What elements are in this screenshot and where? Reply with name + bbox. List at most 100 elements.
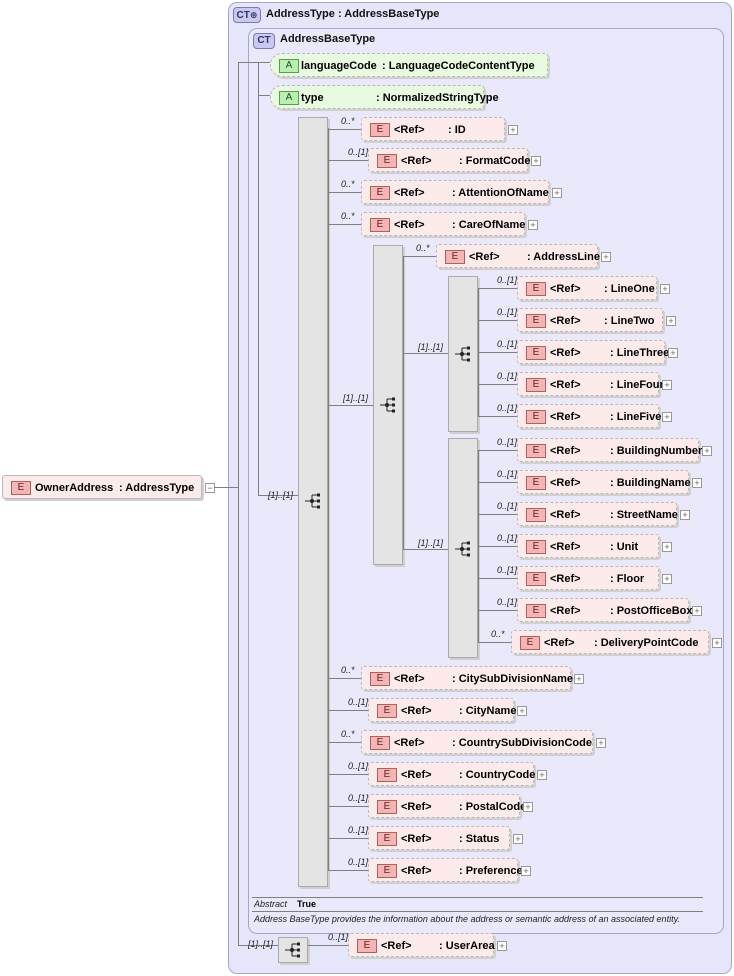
element-attentionofname[interactable]: E<Ref>: AttentionOfName — [361, 180, 549, 204]
expand-icon[interactable]: + — [702, 446, 712, 456]
element-lineone[interactable]: E<Ref>: LineOne — [517, 276, 657, 300]
element-linetwo[interactable]: E<Ref>: LineTwo — [517, 308, 663, 332]
element-badge: E — [526, 508, 546, 522]
ref-label: <Ref> — [394, 673, 425, 685]
sequence-icon — [285, 942, 300, 958]
expand-icon[interactable]: + — [596, 738, 606, 748]
cardinality-label: 0..[1] — [497, 565, 518, 575]
element-unit[interactable]: E<Ref>: Unit — [517, 534, 659, 558]
cardinality-label: 0..[1] — [497, 307, 518, 317]
element-countrycode[interactable]: E<Ref>: CountryCode — [368, 762, 536, 786]
element-badge: E — [370, 123, 390, 137]
expand-icon[interactable]: + — [517, 706, 527, 716]
element-badge: E — [370, 672, 390, 686]
expand-icon[interactable]: + — [662, 574, 672, 584]
expand-icon[interactable]: + — [531, 156, 541, 166]
element-id[interactable]: E<Ref>: ID — [361, 117, 505, 141]
expand-icon[interactable]: + — [513, 834, 523, 844]
element-linefive[interactable]: E<Ref>: LineFive — [517, 404, 662, 428]
element-badge: E — [377, 704, 397, 718]
element-preference[interactable]: E<Ref>: Preference — [368, 858, 523, 882]
expand-icon[interactable]: + — [601, 252, 611, 262]
sequence-icon — [305, 493, 320, 509]
ref-label: <Ref> — [550, 477, 581, 489]
element-badge: E — [526, 378, 546, 392]
owneraddress-element[interactable]: E OwnerAddress : AddressType — [2, 475, 202, 499]
element-badge: E — [377, 768, 397, 782]
element-linethree[interactable]: E<Ref>: LineThree — [517, 340, 669, 364]
expand-icon[interactable]: + — [668, 348, 678, 358]
ref-label: <Ref> — [550, 379, 581, 391]
sequence-cardinality: [1]..[1] — [343, 393, 369, 403]
element-name: : ID — [448, 124, 466, 136]
outer-title-name: AddressType — [266, 8, 335, 20]
expand-icon[interactable]: + — [537, 770, 547, 780]
expand-icon[interactable]: + — [692, 606, 702, 616]
expand-icon[interactable]: + — [497, 941, 507, 951]
element-buildingname[interactable]: E<Ref>: BuildingName — [517, 470, 691, 494]
element-name: : PostOfficeBox — [610, 605, 693, 617]
expand-icon[interactable]: + — [574, 674, 584, 684]
ref-label: <Ref> — [401, 155, 432, 167]
ref-label: <Ref> — [550, 605, 581, 617]
element-name: : LineFive — [610, 411, 662, 423]
element-streetname[interactable]: E<Ref>: StreetName — [517, 502, 678, 526]
expand-icon[interactable]: + — [523, 802, 533, 812]
element-badge: E — [370, 186, 390, 200]
collapse-icon[interactable]: − — [205, 483, 215, 493]
expand-icon[interactable]: + — [662, 542, 672, 552]
expand-icon[interactable]: + — [508, 125, 518, 135]
ref-label: <Ref> — [550, 541, 581, 553]
element-userarea[interactable]: E<Ref>: UserArea — [348, 933, 495, 957]
cardinality-label: 0..[1] — [497, 469, 518, 479]
element-name: : Status — [459, 833, 500, 845]
element-name: : CountryCode — [459, 769, 536, 781]
element-cityname[interactable]: E<Ref>: CityName — [368, 698, 516, 722]
owneraddress-name: OwnerAddress — [35, 482, 114, 494]
element-citysubdivisionname[interactable]: E<Ref>: CitySubDivisionName — [361, 666, 573, 690]
element-postalcode[interactable]: E<Ref>: PostalCode — [368, 794, 526, 818]
sequence-icon — [455, 541, 470, 557]
addressbasetype-title: AddressBaseType — [280, 33, 376, 45]
element-badge: E — [526, 444, 546, 458]
expand-icon[interactable]: + — [662, 380, 672, 390]
expand-icon[interactable]: + — [662, 412, 672, 422]
element-badge: E — [526, 572, 546, 586]
cardinality-label: 0..[1] — [497, 597, 518, 607]
cardinality-label: 0..[1] — [348, 697, 369, 707]
element-deliverypointcode[interactable]: E<Ref>: DeliveryPointCode — [511, 630, 709, 654]
element-badge: E — [377, 832, 397, 846]
attribute-languagecode[interactable]: A languageCode : LanguageCodeContentType — [270, 53, 548, 77]
element-badge: E — [445, 250, 465, 264]
element-buildingnumber[interactable]: E<Ref>: BuildingNumber — [517, 438, 702, 462]
attribute-badge: A — [279, 59, 299, 73]
cardinality-label: 0..* — [341, 729, 355, 739]
element-floor[interactable]: E<Ref>: Floor — [517, 566, 659, 590]
cardinality-label: 0..[1] — [497, 403, 518, 413]
expand-icon[interactable]: + — [552, 188, 562, 198]
element-careofname[interactable]: E<Ref>: CareOfName — [361, 212, 525, 236]
element-status[interactable]: E<Ref>: Status — [368, 826, 510, 850]
element-linefour[interactable]: E<Ref>: LineFour — [517, 372, 664, 396]
element-badge: E — [520, 636, 540, 650]
element-formatcode[interactable]: E<Ref>: FormatCode — [368, 148, 531, 172]
expand-icon[interactable]: + — [666, 316, 676, 326]
expand-icon[interactable]: + — [680, 510, 690, 520]
expand-icon[interactable]: + — [528, 220, 538, 230]
attribute-type: : LanguageCodeContentType — [382, 60, 535, 72]
sequence-cardinality: [1]..[1] — [248, 939, 274, 949]
element-badge: E — [526, 604, 546, 618]
cardinality-label: 0..* — [491, 629, 505, 639]
element-postofficebox[interactable]: E <Ref> : PostOfficeBox — [517, 598, 693, 622]
cardinality-label: 0..[1] — [497, 275, 518, 285]
expand-icon[interactable]: + — [712, 638, 722, 648]
description-text: Address BaseType provides the informatio… — [254, 914, 680, 924]
element-addressline[interactable]: E<Ref>: AddressLine — [436, 244, 600, 268]
cardinality-label: 0..[1] — [497, 437, 518, 447]
cardinality-label: 0..* — [416, 243, 430, 253]
expand-icon[interactable]: + — [660, 284, 670, 294]
expand-icon[interactable]: + — [692, 478, 702, 488]
expand-icon[interactable]: + — [521, 866, 531, 876]
element-countrysubdivisioncode[interactable]: E<Ref>: CountrySubDivisionCode — [361, 730, 593, 754]
attribute-type[interactable]: A type : NormalizedStringType — [270, 85, 499, 109]
